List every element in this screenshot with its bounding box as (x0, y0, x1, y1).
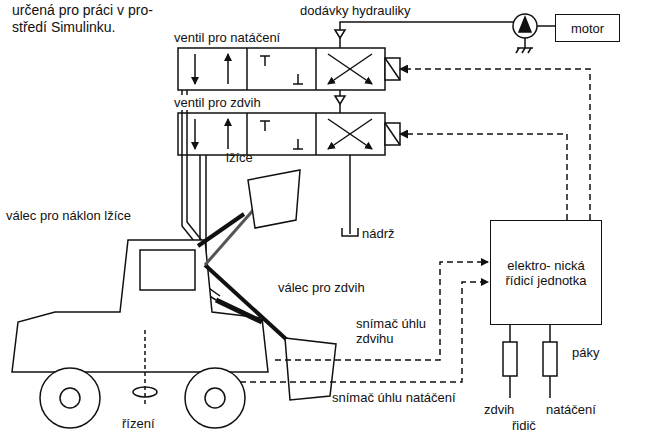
valve-heading: ventil pro natáčení (172, 30, 282, 45)
lever-symbol (503, 325, 557, 398)
pump-symbol (513, 14, 555, 53)
box-text: elektro- nická řídicí jednotka (500, 258, 592, 288)
sensor-signal-line (240, 262, 488, 382)
sensor-label: snímač úhlu zdvihu (356, 316, 436, 346)
control-signal-line (400, 69, 590, 220)
tank-label: nádrž (362, 226, 395, 241)
cylinder-label: válec pro zdvih (278, 280, 365, 295)
article-text: určená pro práci v pro- středí Simulinku… (12, 2, 172, 36)
valve-heading: ventil pro zdvih (172, 95, 263, 110)
steering-label: řízení (122, 416, 155, 431)
bucket-label: lžíce (226, 150, 253, 165)
sensor-label: snímač úhlu natáčení (332, 390, 456, 405)
driver-label: řidič (512, 418, 536, 433)
box-text: motor (571, 21, 604, 36)
tank-line (342, 155, 358, 236)
cylinder-label: válec pro náklon lžíce (6, 208, 131, 223)
valve-node: ventil pro natáčení (178, 48, 400, 90)
lever-label: zdvih (484, 402, 514, 417)
control-signal-line (400, 134, 567, 220)
lever-label: natáčení (546, 402, 596, 417)
supply-label: dodávky hydrauliky (300, 3, 411, 18)
control-unit-box: elektro- nická řídicí jednotka (490, 220, 602, 325)
motor-box: motor (555, 14, 620, 42)
valve-node: ventil pro zdvih (178, 113, 400, 155)
lever-label: páky (572, 345, 599, 360)
